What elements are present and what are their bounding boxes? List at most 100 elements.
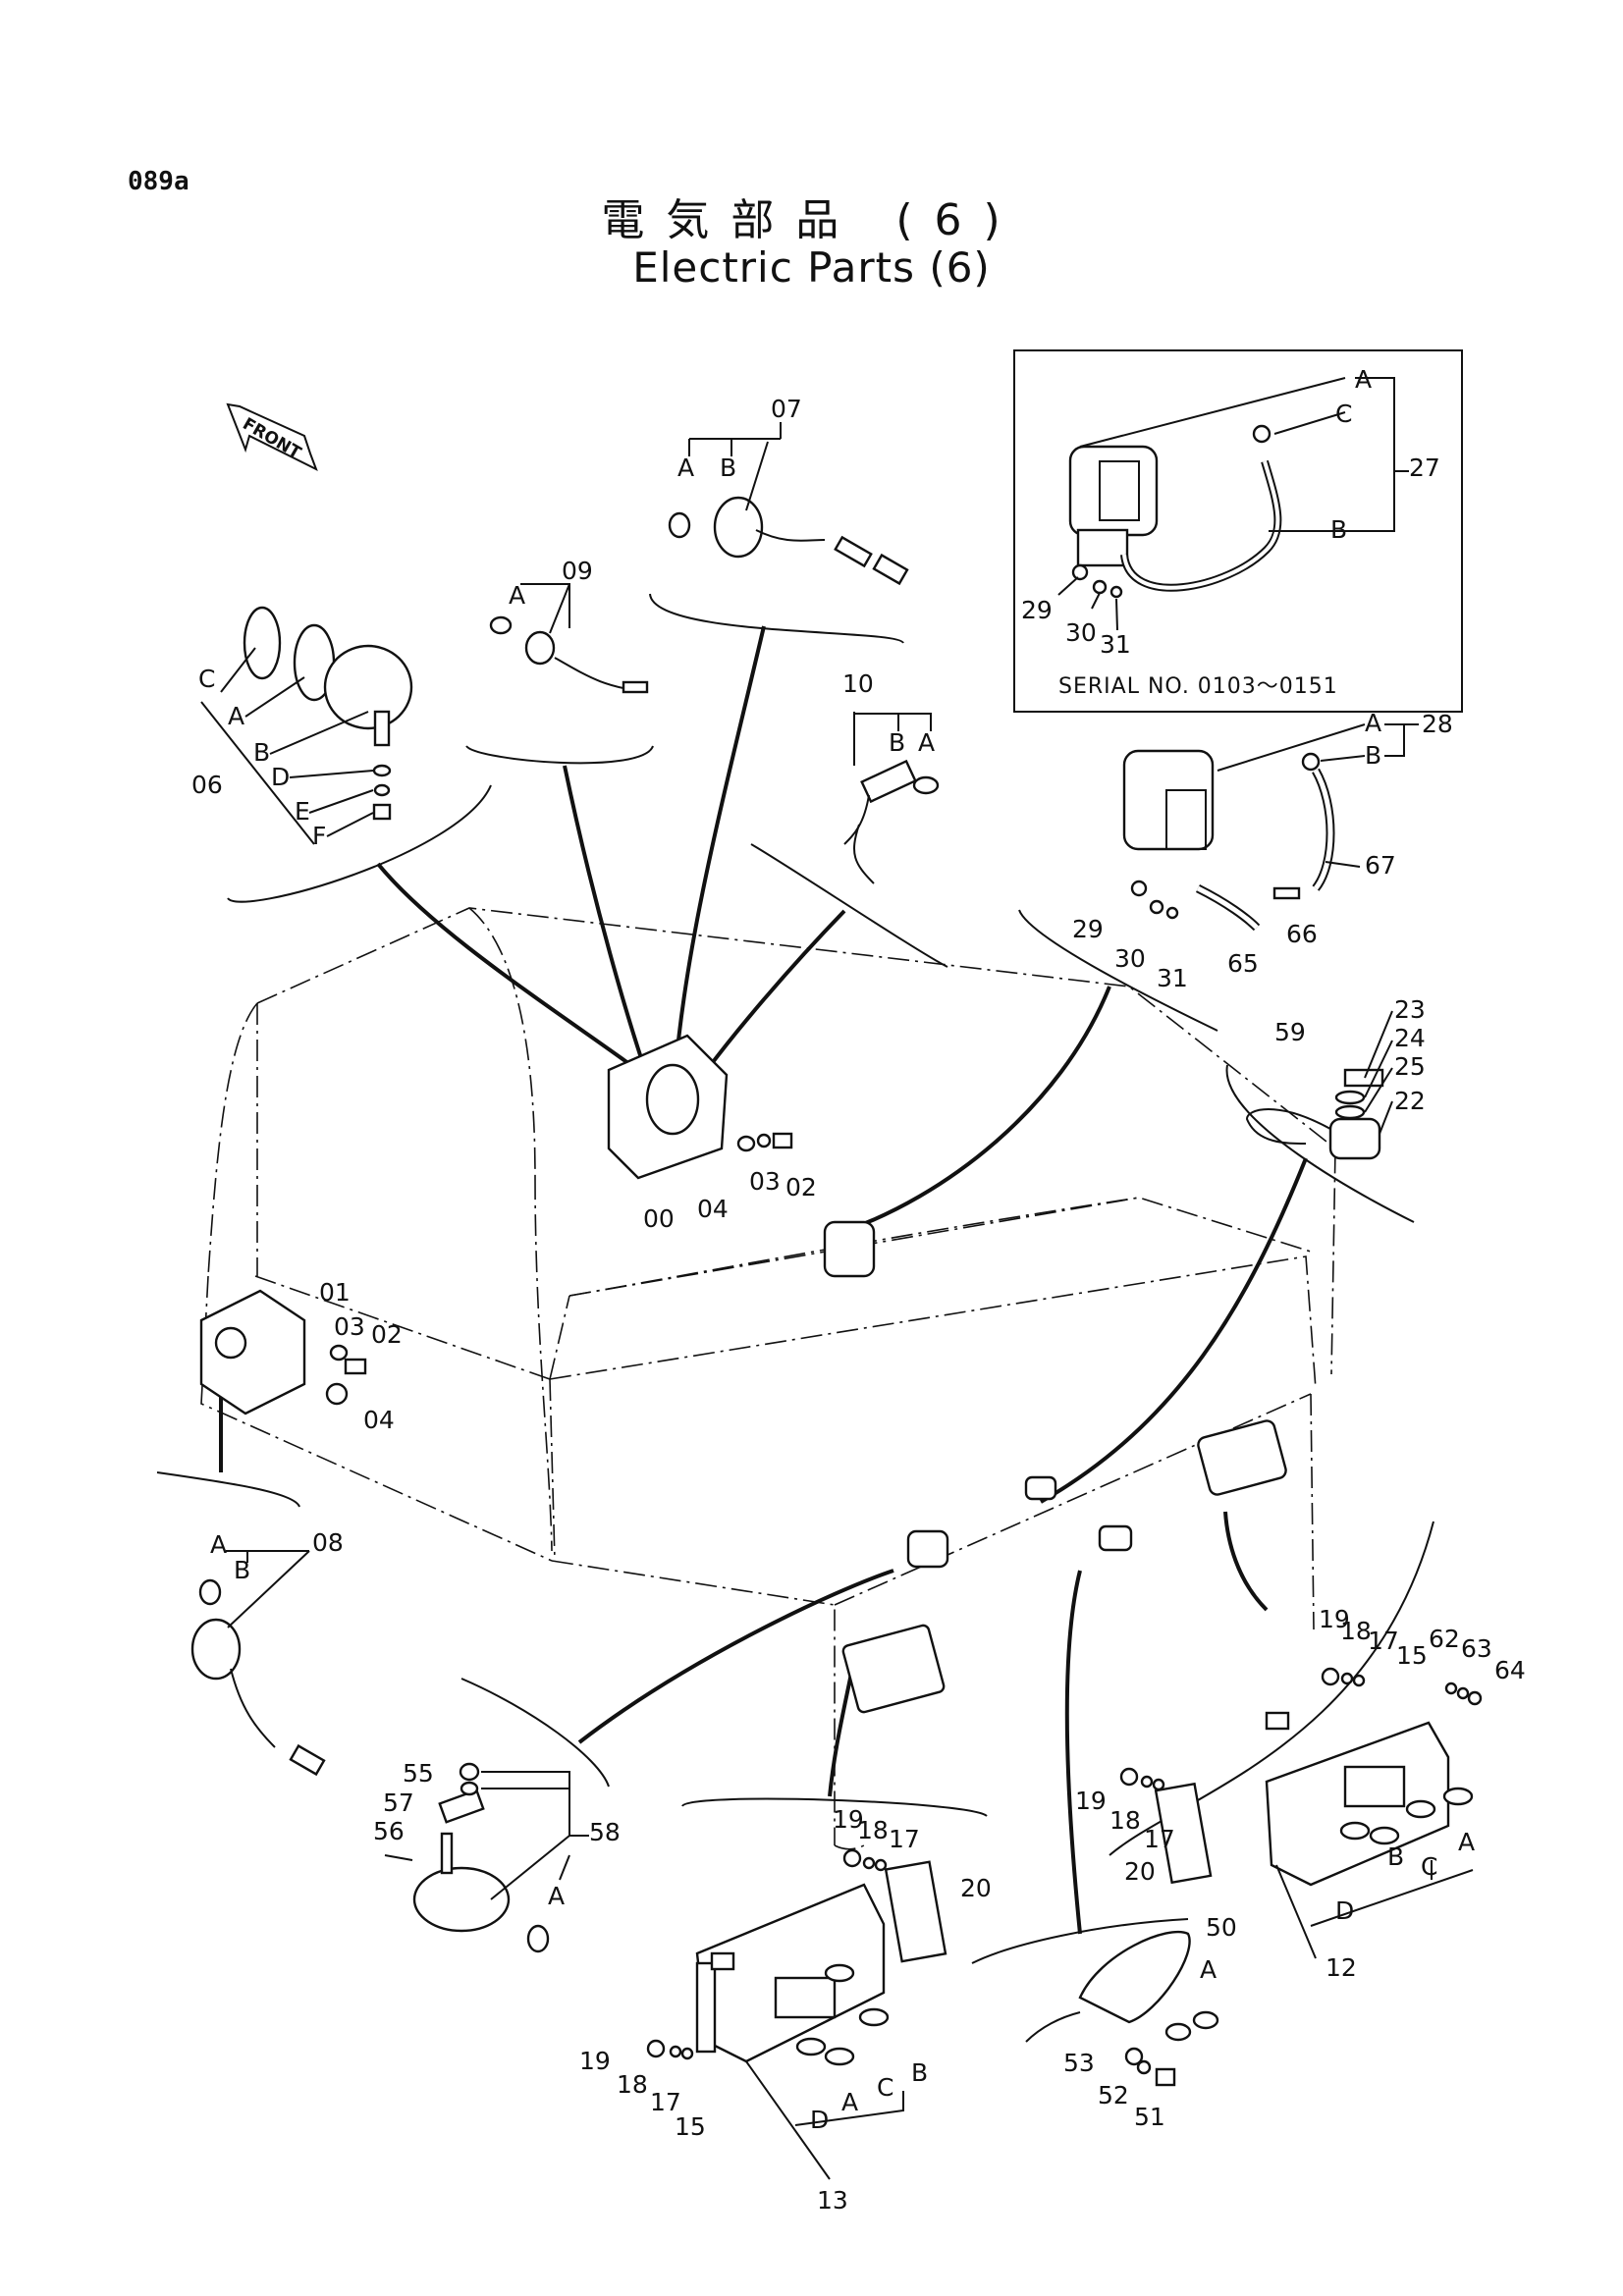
label-18c: 18 (1340, 1617, 1372, 1645)
label-20a: 20 (960, 1874, 992, 1902)
label-06-b: B (253, 738, 270, 767)
part-09-lamp (489, 615, 649, 694)
label-07-b: B (720, 454, 736, 482)
label-01: 01 (319, 1278, 351, 1307)
label-29a: 29 (1021, 596, 1053, 624)
label-06: 06 (191, 771, 223, 799)
label-17c: 17 (1368, 1627, 1399, 1655)
label-02b: 02 (371, 1320, 403, 1349)
label-64: 64 (1494, 1656, 1526, 1684)
part-small-connectors (823, 1220, 1133, 1569)
label-06-d: D (271, 763, 290, 791)
label-06-a: A (228, 702, 244, 730)
label-62: 62 (1429, 1625, 1460, 1653)
front-arrow: FRONT (226, 402, 318, 472)
label-17b: 17 (650, 2088, 681, 2116)
part-01-bracket (199, 1289, 367, 1415)
part-06-headlamp (243, 606, 413, 821)
label-28-a: A (1365, 709, 1381, 737)
label-27: 27 (1409, 454, 1440, 482)
label-02a: 02 (785, 1173, 817, 1201)
label-65: 65 (1227, 949, 1259, 978)
label-12: 12 (1325, 1953, 1357, 1982)
label-50-a: A (1200, 1955, 1217, 1984)
label-24: 24 (1394, 1024, 1426, 1052)
label-17-c2: 17 (1144, 1825, 1175, 1853)
part-58-lamp (384, 1762, 550, 1953)
label-10-b: B (889, 728, 905, 757)
label-07: 07 (771, 395, 802, 423)
label-63: 63 (1461, 1634, 1492, 1663)
label-03a: 03 (749, 1167, 781, 1196)
label-59: 59 (1274, 1018, 1306, 1046)
label-09-a: A (509, 581, 525, 610)
label-18d: 18 (1109, 1806, 1141, 1835)
label-29b: 29 (1072, 915, 1104, 943)
page-code: 089a (128, 167, 189, 196)
label-27-c: C (1335, 400, 1352, 428)
label-06-e: E (295, 797, 310, 826)
label-18b: 18 (617, 2070, 648, 2099)
label-08: 08 (312, 1528, 344, 1557)
label-23: 23 (1394, 995, 1426, 1024)
label-10: 10 (842, 669, 874, 698)
label-00: 00 (643, 1204, 675, 1233)
label-17a: 17 (889, 1825, 920, 1853)
label-13-d: D (810, 2106, 829, 2134)
label-55: 55 (403, 1759, 434, 1788)
label-28-b: B (1365, 741, 1381, 770)
label-58-a: A (548, 1882, 565, 1910)
page-title-english: Electric Parts (6) (632, 243, 991, 292)
label-13-b: B (911, 2058, 928, 2087)
part-10-lamp (843, 759, 940, 884)
label-19d: 19 (1075, 1787, 1107, 1815)
label-51: 51 (1134, 2103, 1165, 2131)
label-04a: 04 (697, 1195, 729, 1223)
label-10-a: A (918, 728, 935, 757)
label-66: 66 (1286, 920, 1318, 948)
label-31a: 31 (1100, 630, 1131, 659)
label-13-c: C (877, 2073, 893, 2102)
part-labels: 07 A B 09 A 10 B A 06 C A B D E F 27 A C… (191, 365, 1526, 2215)
callout-brackets (156, 593, 1434, 1964)
label-09: 09 (562, 557, 593, 585)
part-13-combination-lamp (646, 1848, 947, 2066)
part-08-lamp (190, 1578, 326, 1777)
label-13-a: A (841, 2088, 858, 2116)
label-50: 50 (1206, 1913, 1237, 1942)
label-31b: 31 (1157, 964, 1188, 992)
part-12-combination-lamp (1119, 1667, 1483, 1887)
label-06-f: F (312, 822, 326, 850)
label-30b: 30 (1114, 944, 1146, 973)
label-08-b: B (234, 1556, 250, 1584)
serial-inset-box: SERIAL NO. 0103～0151 (1013, 349, 1463, 713)
label-12-b: B (1387, 1842, 1404, 1871)
label-52: 52 (1098, 2081, 1129, 2109)
label-06-c: C (198, 665, 215, 693)
label-56: 56 (373, 1817, 405, 1845)
label-53: 53 (1063, 2049, 1095, 2077)
label-27-b: B (1330, 515, 1347, 544)
label-13: 13 (817, 2186, 848, 2215)
label-67: 67 (1365, 851, 1396, 880)
label-22: 22 (1394, 1087, 1426, 1115)
label-19b: 19 (579, 2047, 611, 2075)
label-19c: 19 (1319, 1605, 1350, 1633)
label-28: 28 (1422, 710, 1453, 738)
label-19a: 19 (833, 1805, 864, 1834)
label-08-a: A (210, 1530, 227, 1559)
label-20b: 20 (1124, 1857, 1156, 1886)
cab-outline (200, 907, 1336, 1850)
part-assy-right (841, 1419, 1287, 1714)
label-30a: 30 (1065, 618, 1097, 647)
label-03b: 03 (334, 1312, 365, 1341)
label-58: 58 (589, 1818, 621, 1846)
label-12-a: A (1458, 1828, 1475, 1856)
label-12-d: D (1335, 1896, 1354, 1925)
label-27-a: A (1355, 365, 1372, 394)
part-07-lamp (668, 496, 909, 586)
label-04b: 04 (363, 1406, 395, 1434)
page-title-japanese: 電気部品 (6) (601, 195, 1022, 245)
label-12-c: C (1421, 1852, 1437, 1881)
